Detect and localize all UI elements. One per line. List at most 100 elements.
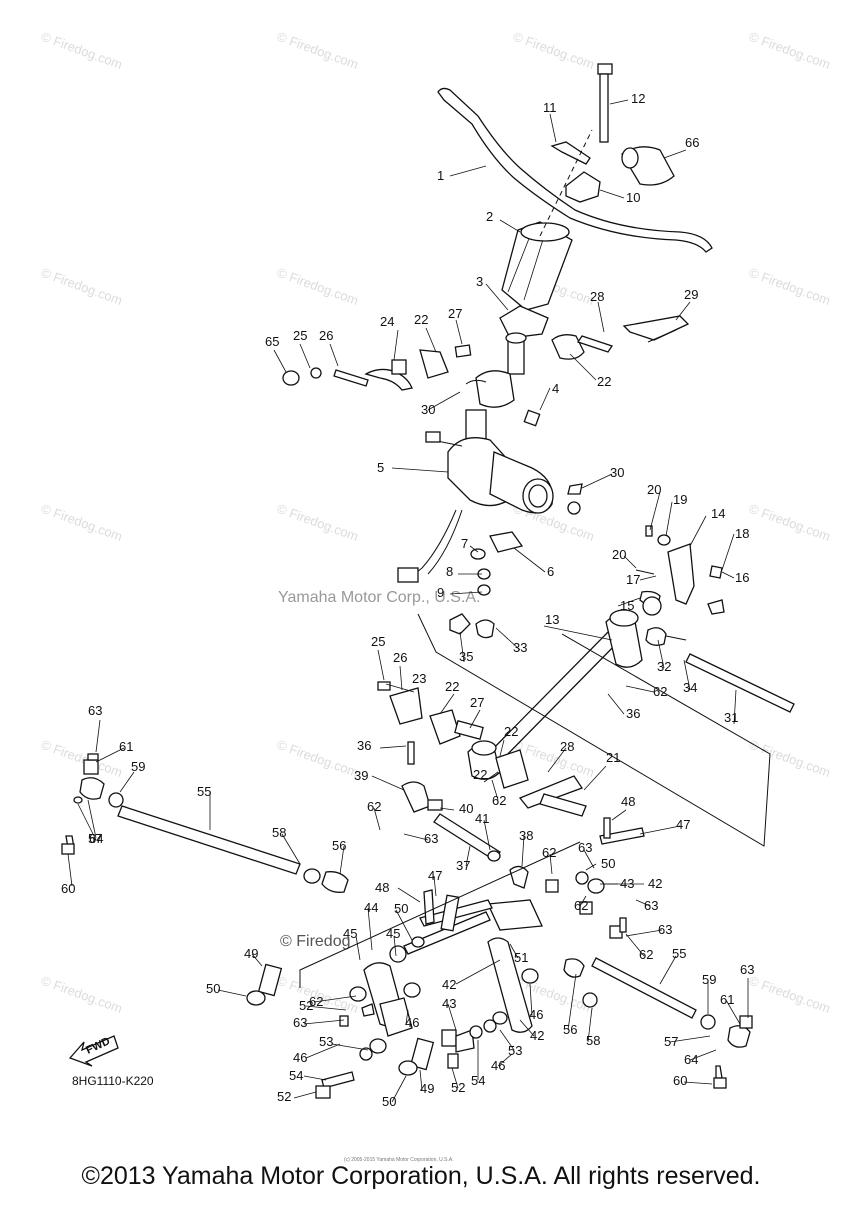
leader-line (393, 329, 399, 361)
callout-label: 60 (61, 881, 75, 896)
callout-label: 30 (610, 465, 624, 480)
callout-label: 16 (735, 570, 749, 585)
callout-label: 61 (119, 739, 133, 754)
leader-line (459, 631, 465, 663)
callout-label: 62 (639, 947, 653, 962)
leader-line (625, 685, 655, 693)
handlebar (437, 87, 713, 253)
leader-line (403, 833, 429, 841)
leader-line (465, 845, 471, 867)
leader-line (663, 149, 687, 159)
leader-line (659, 955, 677, 985)
callout-label: 22 (597, 374, 611, 389)
center-watermark: Yamaha Motor Corp., U.S.A. (278, 589, 480, 606)
callout-label: 48 (375, 880, 389, 895)
callout-label: 52 (299, 998, 313, 1013)
leader-line (483, 771, 499, 783)
callout-labels: 1234567891011121314151617181920202122222… (61, 91, 754, 1109)
leader-line (119, 771, 135, 793)
leader-line (371, 775, 405, 791)
callout-label: 43 (442, 996, 456, 1011)
leader-line (329, 343, 339, 367)
watermark-text: © Firedog.com (275, 29, 360, 72)
leader-line (217, 989, 247, 997)
callout-label: 49 (420, 1081, 434, 1096)
leader-line (495, 627, 521, 651)
watermark-text: © Firedog.com (747, 265, 832, 308)
leader-line (293, 1091, 317, 1099)
callout-label: 20 (647, 482, 661, 497)
callout-label: 22 (473, 767, 487, 782)
leader-line (581, 473, 613, 489)
callout-label: 57 (664, 1034, 678, 1049)
leader-line (721, 571, 735, 579)
callout-label: 27 (448, 306, 462, 321)
callout-label: 58 (272, 825, 286, 840)
callout-label: 25 (293, 328, 307, 343)
callout-label: 61 (720, 992, 734, 1007)
callout-label: 5 (377, 460, 384, 475)
steering-column (475, 221, 573, 408)
leader-line (433, 875, 437, 897)
leader-line (331, 1043, 369, 1051)
leader-line (281, 833, 301, 865)
watermark-text: © Firedog.com (39, 973, 124, 1016)
callout-label: 59 (131, 759, 145, 774)
leader-line (625, 933, 645, 957)
leader-line (393, 935, 397, 957)
lower-linkage (246, 889, 543, 1099)
callout-label: 36 (626, 706, 640, 721)
leader-line (469, 709, 481, 729)
leader-line (683, 659, 691, 691)
leader-line (95, 747, 125, 763)
callout-leaders (67, 99, 749, 1103)
leader-line (397, 887, 421, 903)
leader-line (625, 929, 663, 937)
callout-label: 28 (590, 289, 604, 304)
callout-label: 52 (451, 1080, 465, 1095)
leader-line (499, 219, 521, 233)
watermark-text: © Firedog.com (747, 501, 832, 544)
leader-line (583, 765, 607, 791)
callout-label: 50 (394, 901, 408, 916)
callout-label: 43 (620, 876, 634, 891)
leader-line (689, 1049, 717, 1061)
leader-line (639, 575, 657, 581)
callout-label: 63 (658, 922, 672, 937)
callout-label: 56 (563, 1022, 577, 1037)
callout-label: 55 (672, 946, 686, 961)
callout-label: 42 (648, 876, 662, 891)
bracket-assembly (635, 525, 725, 616)
left-tie-rod (61, 753, 349, 893)
callout-label: 41 (475, 811, 489, 826)
leader-line (583, 849, 595, 869)
leader-line (669, 1035, 711, 1043)
right-lower-tie-rod (545, 817, 753, 1089)
callout-label: 63 (644, 898, 658, 913)
callout-label: 37 (456, 858, 470, 873)
leader-line (419, 1069, 423, 1091)
callout-label: 39 (354, 768, 368, 783)
leader-line (521, 835, 525, 867)
leader-line (497, 1053, 513, 1067)
watermark-text: © Firedog.com (39, 265, 124, 308)
callout-label: 53 (508, 1043, 522, 1058)
callout-label: 50 (206, 981, 220, 996)
callout-label: 56 (332, 838, 346, 853)
callout-label: 45 (343, 926, 357, 941)
watermark-text: © Firedog.com (275, 265, 360, 308)
leader-line (567, 973, 577, 1031)
leader-line (725, 999, 741, 1025)
leader-line (339, 845, 345, 875)
callout-label: 10 (626, 190, 640, 205)
leader-line (425, 327, 437, 353)
leader-line (585, 863, 597, 871)
leader-line (67, 853, 73, 887)
leader-line (513, 547, 546, 573)
watermark-text: © Firedog.com (275, 737, 360, 780)
leader-line (519, 1019, 535, 1037)
callout-label: 63 (740, 962, 754, 977)
callout-label: 7 (461, 536, 468, 551)
leader-line (439, 693, 455, 715)
leader-line (611, 809, 627, 821)
